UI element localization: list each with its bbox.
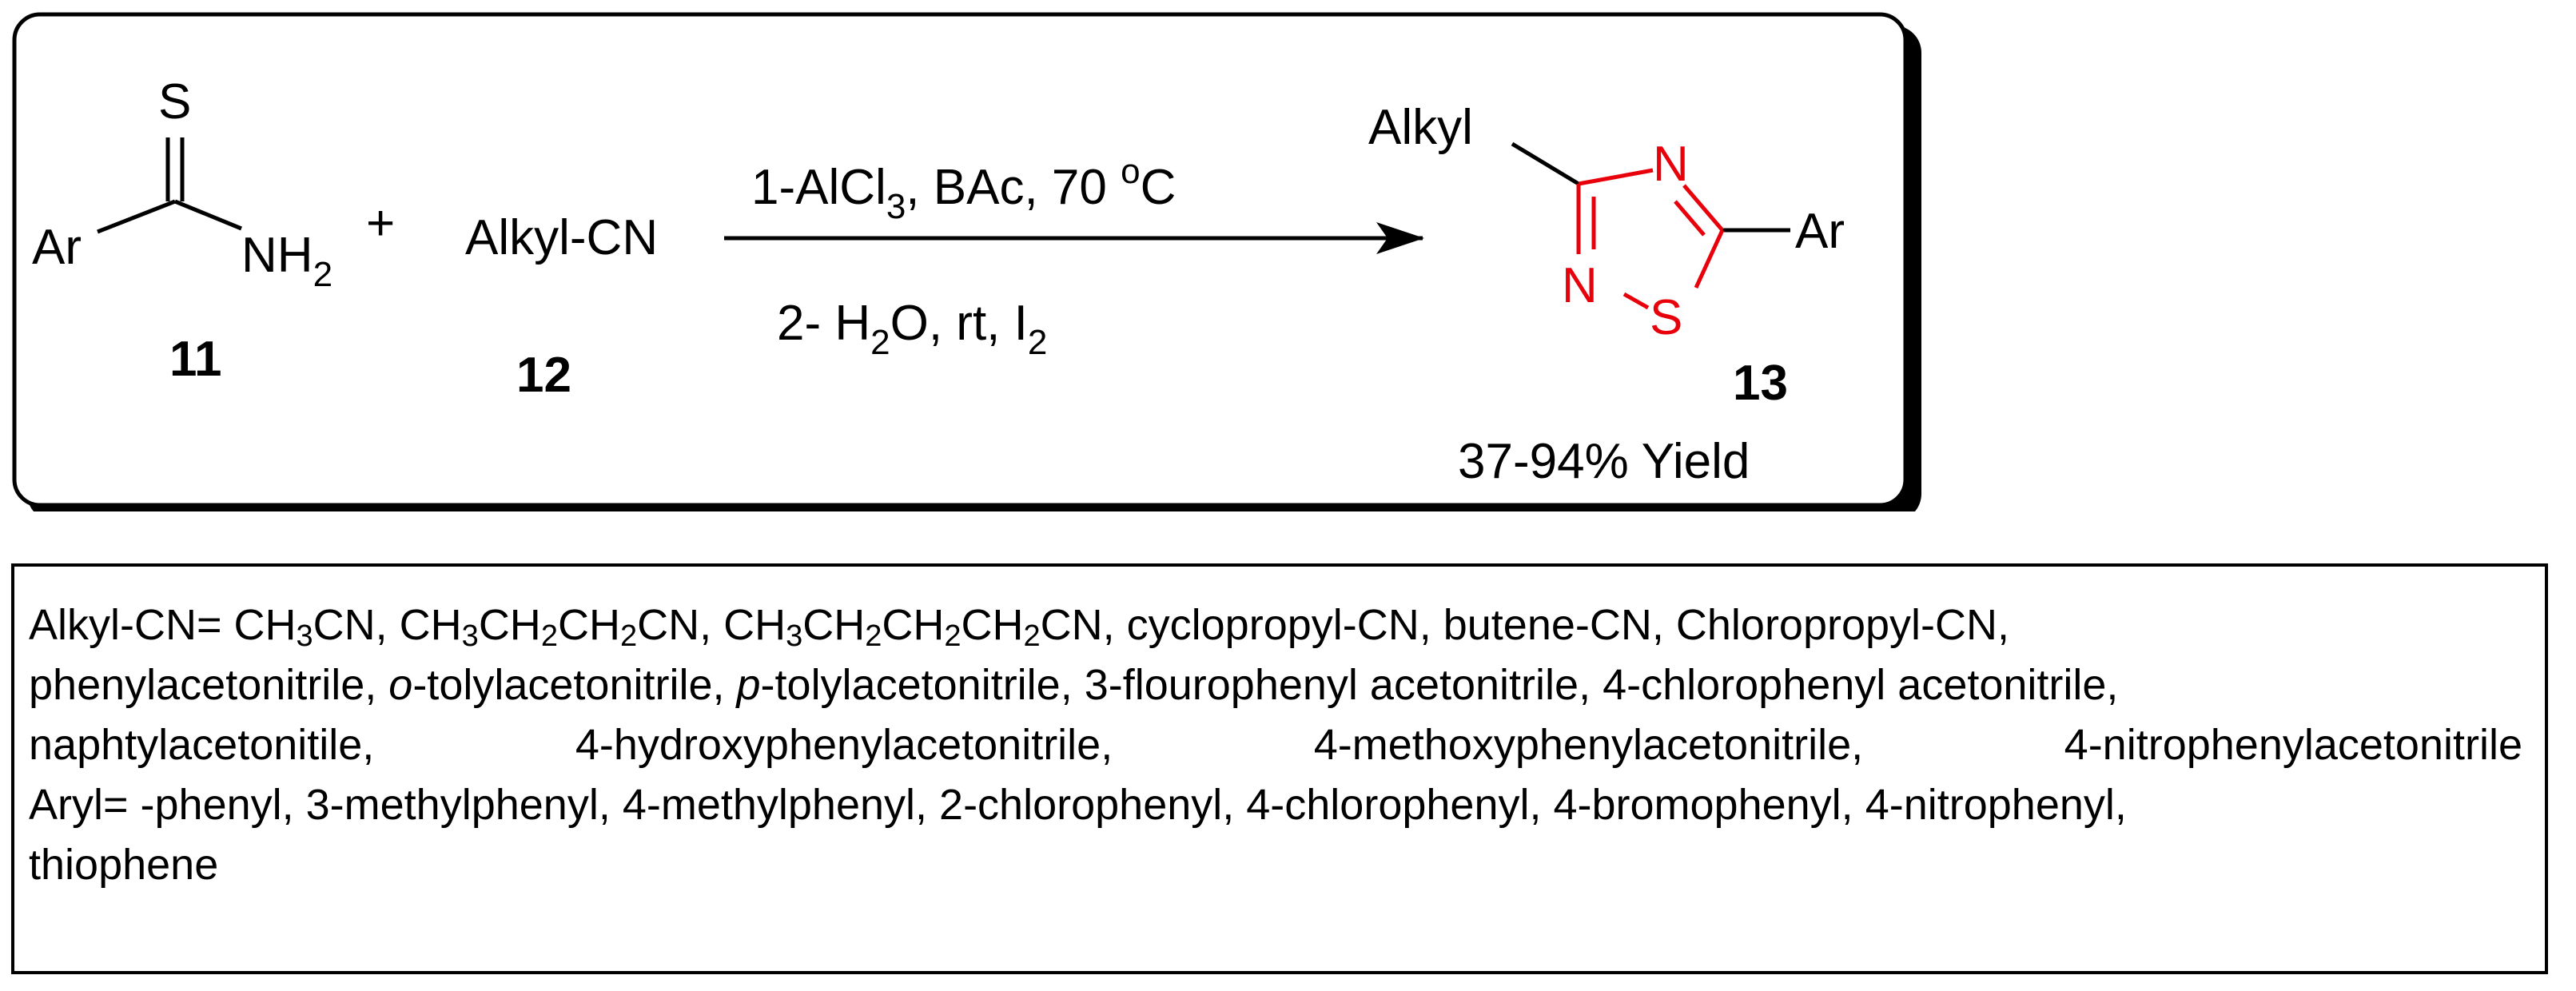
compound-label-13: 13 xyxy=(1733,356,1788,411)
thioamide-amine: NH2 xyxy=(241,228,332,294)
substrate-scope-box: Alkyl-CN= CH3CN, CH3CH2CH2CN, CH3CH2CH2C… xyxy=(11,563,2548,974)
panel-frame xyxy=(12,12,1908,507)
carbon-nitrogen-bond xyxy=(174,199,242,231)
aryl-carbon-bond xyxy=(97,199,176,234)
aryl-list-line-2: thiophene xyxy=(29,841,219,889)
alkyl-nitrile-list-line-3: naphtylacetonitile, 4-hydroxyphenylaceto… xyxy=(29,721,2522,769)
ring-bond-c5-s1 xyxy=(1694,229,1725,289)
reaction-scheme: S Ar NH2 + 11 Alkyl-CN 12 1-AlCl3, BAc, … xyxy=(12,12,1921,511)
alkyl-nitrile: Alkyl-CN xyxy=(465,210,658,265)
plus-sign: + xyxy=(366,196,395,251)
compound-label-12: 12 xyxy=(516,348,571,403)
condition-step-2: 2- H2O, rt, I2 xyxy=(777,296,1047,362)
alkyl-substituent-bond xyxy=(1511,141,1580,186)
compound-label-11: 11 xyxy=(169,332,222,387)
product-aryl-group: Ar xyxy=(1795,204,1845,259)
alkyl-nitrile-list-line-2: phenylacetonitrile, o-tolylacetonitrile,… xyxy=(29,661,2119,709)
alkyl-nitrile-list-line-1: Alkyl-CN= CH3CN, CH3CH2CH2CN, CH3CH2CH2C… xyxy=(29,601,2010,653)
ring-nitrogen-4: N xyxy=(1653,137,1689,192)
product-yield: 37-94% Yield xyxy=(1458,434,1750,489)
ring-bond-s1-n2 xyxy=(1622,292,1650,310)
condition-step-1: 1-AlCl3, BAc, 70 oC xyxy=(751,152,1176,226)
ring-bond-n4-c5 xyxy=(1682,184,1724,232)
substrate-scope-text: Alkyl-CN= CH3CN, CH3CH2CH2CN, CH3CH2CH2C… xyxy=(29,595,2522,895)
aryl-list-line-1: Aryl= -phenyl, 3-methylphenyl, 4-methylp… xyxy=(29,781,2127,829)
ring-bond-n4-c5-inner xyxy=(1674,200,1706,237)
thiadiazole-structure xyxy=(1511,141,1790,310)
product-alkyl-group: Alkyl xyxy=(1368,100,1473,155)
thioamide-structure xyxy=(97,137,242,234)
ring-sulfur-1: S xyxy=(1650,290,1682,345)
thioamide-sulfur: S xyxy=(158,74,191,129)
ring-nitrogen-2: N xyxy=(1562,258,1598,313)
ring-bond-c3-n4 xyxy=(1578,168,1654,186)
thioamide-aryl: Ar xyxy=(32,220,82,275)
